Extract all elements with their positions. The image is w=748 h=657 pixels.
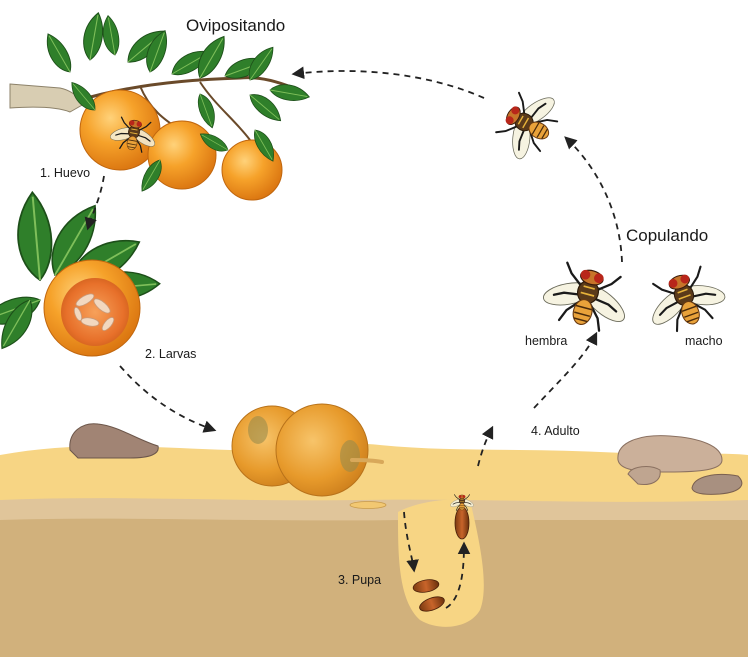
arrow-mating-to-flying	[566, 138, 622, 262]
arrow-larvae-to-ground	[120, 366, 214, 430]
arrow-adult-to-oviposit	[294, 71, 484, 98]
label-mating: Copulando	[626, 226, 708, 246]
cut-orange-with-larvae	[0, 191, 161, 356]
label-pupa: 3. Pupa	[338, 573, 381, 587]
rock-icon	[70, 424, 158, 458]
label-male: macho	[685, 334, 723, 348]
rock-icon	[618, 436, 722, 472]
label-egg: 1. Huevo	[40, 166, 90, 180]
arrow-egg-to-larvae	[88, 176, 104, 228]
orange-fruit-icon	[148, 121, 216, 189]
fly-icon	[535, 258, 638, 337]
fly-icon	[489, 80, 568, 169]
fly-icon	[638, 261, 734, 339]
label-adult: 4. Adulto	[531, 424, 580, 438]
pupa-icon	[455, 507, 469, 539]
label-ovipositing: Ovipositando	[186, 16, 285, 36]
label-female: hembra	[525, 334, 567, 348]
larva-icon	[352, 460, 382, 462]
larva-icon	[350, 502, 386, 509]
label-larvae: 2. Larvas	[145, 347, 196, 361]
